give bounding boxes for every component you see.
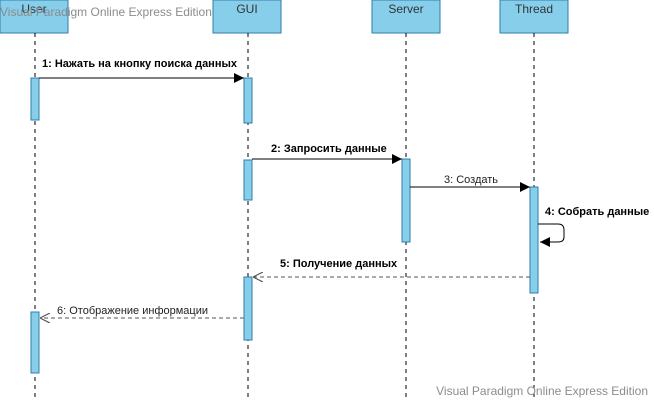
lifeline-label-gui: GUI [236,2,257,16]
message-4-label: 4: Собрать данные [545,206,649,218]
activation-user-1[interactable] [30,77,40,121]
lifeline-gui[interactable]: GUI [212,0,282,397]
lifeline-user[interactable]: User [0,0,69,397]
message-5[interactable]: 5: Получение данных [253,258,530,277]
activation-thread-1[interactable] [529,186,539,294]
watermark-top: Visual Paradigm Online Express Edition [0,5,212,19]
lifeline-head-gui[interactable] [212,0,282,34]
lifeline-label-user: User [21,2,46,16]
activation-gui-3[interactable] [243,276,253,341]
activation-gui-1[interactable] [243,77,253,124]
lifeline-label-server: Server [388,2,423,16]
message-3-label: 3: Создать [444,174,498,186]
message-3[interactable]: 3: Создать [410,174,530,192]
message-5-label: 5: Получение данных [280,258,398,270]
message-4-arrow [538,223,565,247]
lifeline-label-thread: Thread [515,2,553,16]
message-2-label: 2: Запросить данные [271,143,387,155]
message-1-label: 1: Нажать на кнопку поиска данных [42,58,238,70]
lifeline-head-thread[interactable] [499,0,569,34]
message-1[interactable]: 1: Нажать на кнопку поиска данных [39,58,244,83]
message-6[interactable]: 6: Отображение информации [40,305,244,318]
lifeline-head-user[interactable] [0,0,69,34]
lifeline-server[interactable]: Server [371,0,441,397]
activation-server-1[interactable] [401,158,411,243]
lifeline-head-server[interactable] [371,0,441,34]
lifeline-thread[interactable]: Thread [499,0,569,397]
message-4[interactable]: 4: Собрать данные [538,206,649,247]
activation-user-2[interactable] [30,311,40,374]
activation-gui-2[interactable] [243,159,253,201]
watermark-bottom: Visual Paradigm Online Express Edition [436,384,648,398]
message-2[interactable]: 2: Запросить данные [252,143,402,164]
message-6-label: 6: Отображение информации [57,305,208,317]
